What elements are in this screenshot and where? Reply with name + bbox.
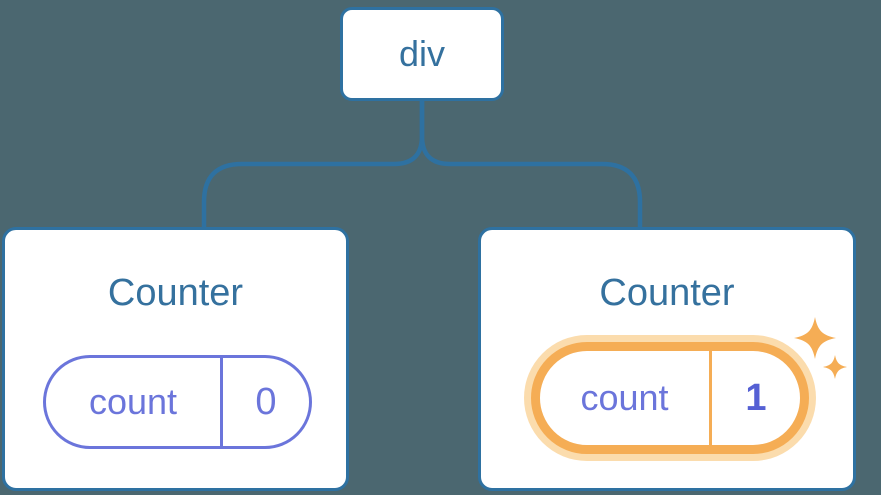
sparkles-icon (794, 317, 847, 379)
state-pill-highlighted: count 1 (531, 342, 809, 454)
state-value-label: 1 (745, 376, 767, 419)
state-pill: count 0 (43, 355, 312, 449)
state-key-label: count (46, 358, 223, 446)
root-node-div: div (340, 7, 504, 101)
component-name-label: Counter (107, 272, 244, 314)
state-key-label: count (540, 351, 712, 445)
state-value-label: 0 (255, 380, 277, 423)
root-node-label: div (398, 33, 446, 74)
state-pill-highlight-glow: count 1 (524, 335, 816, 461)
component-name-label: Counter (599, 272, 735, 314)
counter-node-left: Counter count 0 (2, 227, 349, 491)
counter-node-right: Counter count 1 (478, 227, 856, 491)
